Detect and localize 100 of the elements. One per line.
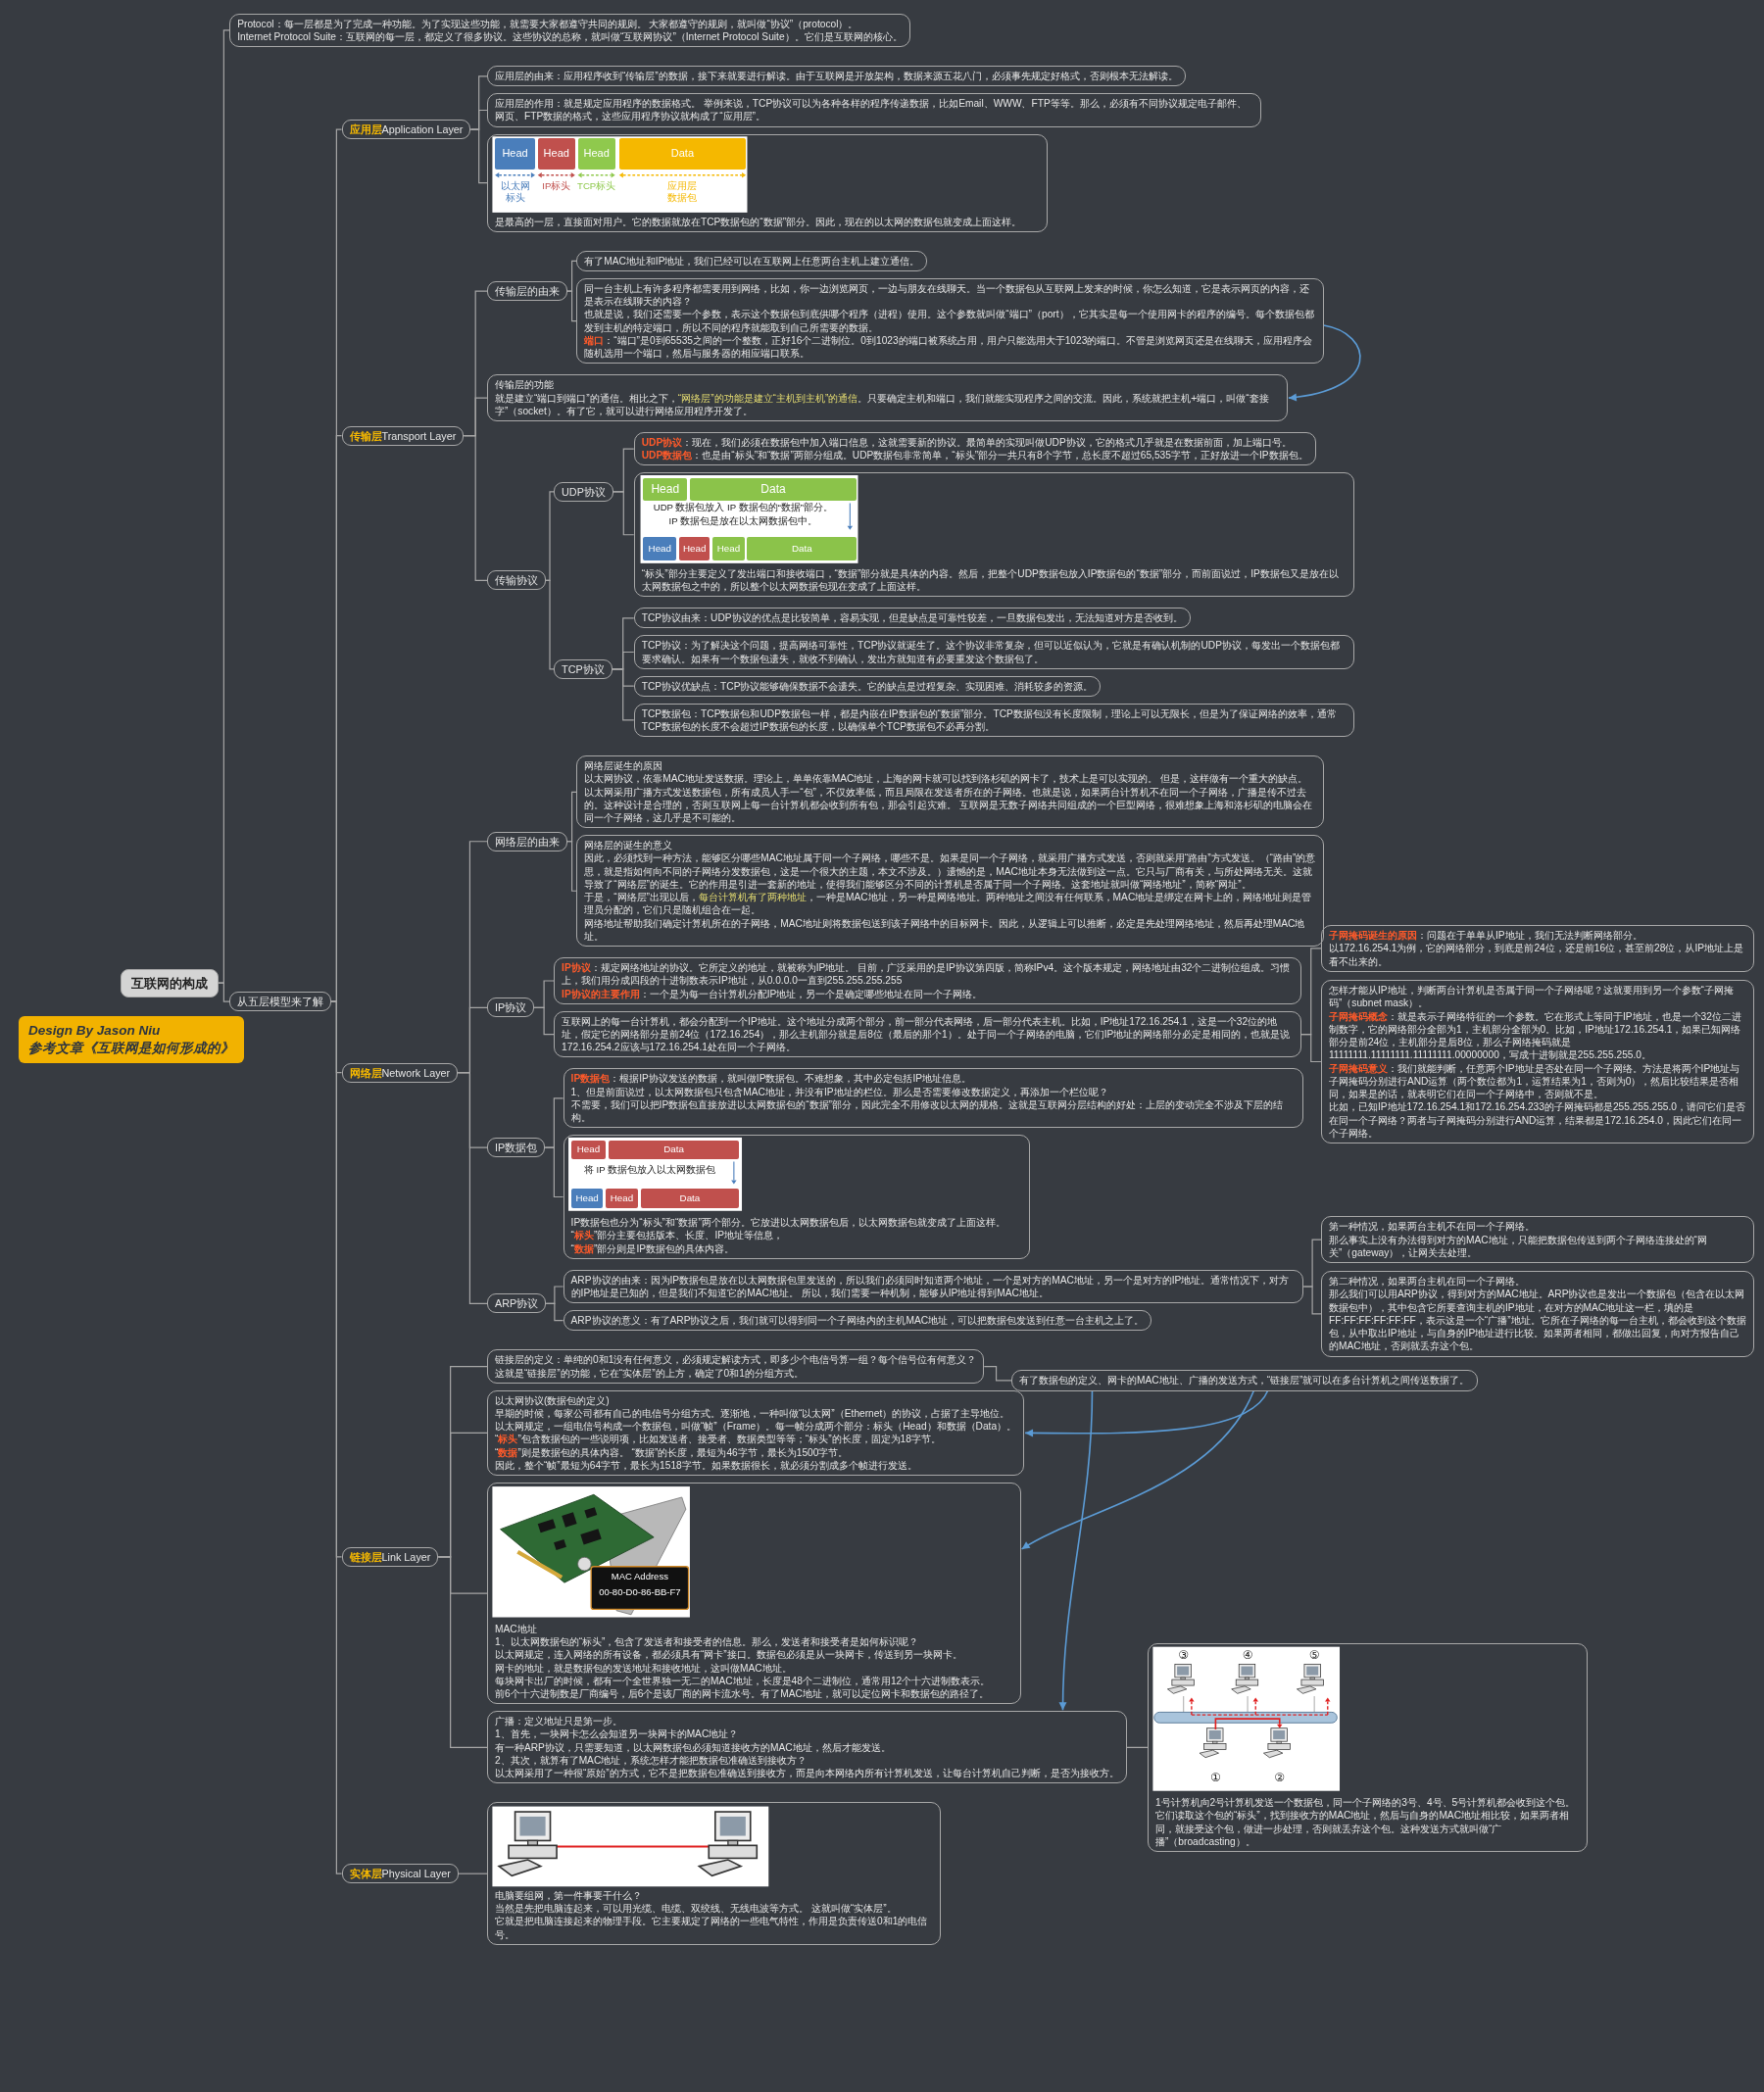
mac-address-label: MAC Address [610,1570,669,1582]
note-text: 1、首先，一块网卡怎么会知道另一块网卡的MAC地址？ [494,1727,740,1741]
note-text: 不需要，我们可以把IP数据包直接放进以太网数据包的“数据”部分，因此完全不用修改以太网的规格。这就是互联网分层结构的好处：上层的变动完全不涉及下层的结构。 [570,1097,1284,1125]
connector-line [612,491,635,536]
data-field: Data [689,477,858,501]
topic-bubble: 传输协议 [486,570,546,591]
note-card: 互联网上的每一台计算机，都会分配到一个IP地址。这个地址分成两个部分，前一部分代表网络，后一部分代表主机。比如，IP地址172.16.254.1，这是一个32位的地址，假定它的网络部分是前24位（172.16.254），那么主机部分就是后8位（最后的那个1）。处于同一个子网络的电脑，它们IP地址的网络部分必定是相同的，也就是说172.16.254.2应该与172.16.254.1处在同一个子网络。 [554,1010,1301,1058]
note-text: 1、但是前面说过，以太网数据包只包含MAC地址，并没有IP地址的栏位。那么是否需要修改数据定义，再添加一个栏位呢？ [570,1085,1109,1098]
note-text: 网卡的地址，就是数据包的发送地址和接收地址，这叫做MAC地址。 [494,1661,793,1675]
connector-line [612,668,635,721]
connector-line [457,1071,488,1304]
note-card [1320,1271,1755,1357]
connector-line [437,1556,488,1748]
computer-number: ④ [1241,1648,1254,1663]
computer-number: ② [1273,1771,1287,1786]
note-card: TCP协议由来：UDP协议的优点是比较简单，容易实现，但是缺点是可靠性较差，一旦数据包发出，无法知道对方是否收到。 [633,608,1191,629]
arrow [1288,324,1361,401]
mac-address-label: 00-80-D0-86-BB-F7 [598,1586,682,1599]
arrow [1020,1389,1255,1550]
connector-line [983,1366,1012,1382]
connector-line [545,579,555,670]
note-text: 以太网规定，连入网络的所有设备，都必须具有“网卡”接口。数据包必须是从一块网卡，传送到另一块网卡。 [494,1648,963,1662]
diagram-caption: IP 数据包是放在以太网数据包中。 [667,515,819,528]
note-text: 网络层诞生的原因 [584,759,664,773]
note-card: 应用层的作用：就是规定应用程序的数据格式。 举例来说，TCP协议可以为各种各样的程序传递数据，比如Email、WWW、FTP等等。那么，必须有不同协议规定电子邮件、网页、FTP数据的格式，这些应用程序协议就构成了“应用层”。 [486,93,1261,127]
note-text: 子网掩码意义：我们就能判断，任意两个IP地址是否处在同一个子网络。方法是将两个IP地址与子网掩码分别进行AND运算（两个数位都为1，运算结果为1，否则为0），然后比较结果是否相同，如果是的话，就表明它们在同一个子网络中，否则就不是。 [1328,1061,1741,1101]
credit-text: Design By Jason Niu [28,1021,162,1040]
computer-number: ⑤ [1307,1648,1321,1663]
note-card [486,1349,985,1384]
note-card: 有了MAC地址和IP地址，我们已经可以在互联网上任意两台主机上建立通信。 [576,250,928,272]
note-text: 也就是说，我们还需要一个参数，表示这个数据包到底供哪个程序（进程）使用。这个参数就叫做“端口”（port），它其实是每一个使用网卡的程序的编号。每个数据包都发到主机的特定端口，所以不同的程序就能取到自己所需要的数据。 [584,308,1315,334]
connector-line [463,435,488,581]
connector-line [330,1000,343,1874]
topic-bubble: 从五层模型来了解 [229,992,332,1012]
connector-line [217,982,230,1002]
connector-line [1299,1033,1322,1063]
credit-text: 参考文章《互联网是如何形成的》 [28,1039,235,1057]
note-text: “标头”部分主要包括版本、长度、IP地址等信息， [570,1229,784,1242]
note-text: “数据”则是数据包的具体内容。 “数据”的长度，最短为46字节，最长为1500字节。 [494,1445,850,1459]
note-text: 第一种情况，如果两台主机不在同一个子网络。 [1328,1220,1536,1234]
connector-line [533,1006,555,1036]
note-text: 子网掩码概念：就是表示子网络特征的一个参数。它在形式上等同于IP地址，也是一个32位二进制数字，它的网络部分全部为1，主机部分全部为0。比如，IP地址172.16.254.1，如果已知网络部分是前24位，主机部分是后8位，那么子网络掩码就是11111111.11111111.11111111.00000000，写成十进制就是255.255.255.0。 [1328,1009,1742,1062]
topic-bubble: ARP协议 [486,1293,547,1314]
note-text: IP数据包也分为“标头”和“数据”两个部分。它放进以太网数据包后，以太网数据包就变成了上面这样。 [570,1216,1006,1230]
note-text: 以172.16.254.1为例，它的网络部分，到底是前24位，还是前16位，甚至前28位，从IP地址上是看不出来的。 [1328,942,1745,968]
header-field: Head [606,1188,638,1208]
note-card [576,755,1324,829]
note-card [1320,980,1755,1143]
note-text: 广播：定义地址只是第一步。 [494,1715,623,1728]
note-text: “标头”包含数据包的一些说明项，比如发送者、接受者、数据类型等等；“标头”的长度，固定为18字节。 [494,1433,942,1446]
note-text: 2、其次，就算有了MAC地址，系统怎样才能把数据包准确送到接收方？ [494,1753,808,1768]
header-field: Head [495,137,535,170]
note-card [633,431,1316,466]
arrow [1024,1389,1269,1437]
note-text: IP数据包：根据IP协议发送的数据，就叫做IP数据包。不难想象，其中必定包括IP地址信息。 [570,1072,973,1086]
field-caption: 应用层数据包 [665,180,698,205]
note-text: 是最高的一层，直接面对用户。它的数据就放在TCP数据包的“数据”部分。因此，现在的以太网的数据包就变成上面这样。 [494,215,1023,228]
note-text: 网络地址帮助我们确定计算机所在的子网络，MAC地址则将数据包送到该子网络中的目标网卡。因此，从逻辑上可以推断，必定是先处理网络地址，然后再处理MAC地址。 [584,916,1306,944]
note-text: IP协议：规定网络地址的协议。它所定义的地址，就被称为IP地址。 目前，广泛采用的是IP协议第四版，简称IPv4。这个版本规定，网络地址由32个二进制位组成。习惯上，我们用分成四段的十进制数表示IP地址，从0.0.0.0一直到255.255.255.255 [562,961,1292,988]
connector-line [1302,1286,1322,1315]
note-text: 早期的时候，每家公司都有自己的电信号分组方式。逐渐地，一种叫做“以太网”（Ethernet）的协议，占据了主导地位。 [494,1406,1011,1421]
connector-line [566,841,577,892]
note-card [563,1068,1304,1129]
topic-bubble: UDP协议 [554,481,613,502]
note-card [1320,925,1755,972]
note-text: 同一台主机上有许多程序都需要用到网络，比如，你一边浏览网页，一边与朋友在线聊天。当一个数据包从互联网上发来的时候，你怎么知道，它是表示网页的内容，还是表示在线聊天的内容？ [584,281,1311,309]
note-card [486,1711,1127,1784]
note-text: 网络层的诞生的意义 [584,839,674,852]
note-card: TCP数据包：TCP数据包和UDP数据包一样，都是内嵌在IP数据包的“数据”部分。TCP数据包没有长度限制，理论上可以无限长，但是为了保证网络的效率，通常TCP数据包的长度不会超过IP数据包的长度，以确保单个TCP数据包不必再分割。 [633,703,1354,738]
picture-card [633,472,1354,598]
note-text: 因此，必须找到一种方法，能够区分哪些MAC地址属于同一个子网络，哪些不是。如果是同一个子网络，就采用广播方式发送，否则就采用“路由”方式发送。（“路由”的意思，就是指如何向不同的子网络分发数据包，这是一个很大的主题，本文不涉及。）遗憾的是，MAC地址本身无法做到这一点。它只与厂商有关，与所处网络无关。这就导致了“网络层”的诞生。它的作用是引进一套新的地址，使得我们能够区分不同的计算机是否属于同一个子网络。这套地址就叫做“网络地址”，简称“网址”。 [584,851,1316,892]
field-caption: IP标头 [541,180,572,193]
note-card: ARP协议的意义：有了ARP协议之后，我们就可以得到同一个子网络内的主机MAC地址，可以把数据包发送到任意一台主机之上了。 [563,1310,1152,1332]
data-field: Data [747,536,858,561]
topic-bubble: TCP协议 [554,658,612,679]
note-text: 电脑要组网，第一件事要干什么？ [494,1888,643,1903]
note-text: 传输层的功能 [494,378,555,392]
note-card: TCP协议优缺点：TCP协议能够确保数据不会遗失。它的缺点是过程复杂、实现困难、消耗较多的资源。 [633,675,1102,697]
topic-bubble: IP数据包 [486,1138,546,1158]
topic-bubble: IP协议 [486,997,535,1018]
note-text: 怎样才能从IP地址，判断两台计算机是否属于同一个子网络呢？这就要用到另一个参数“子网掩码”（subnet mask）。 [1328,984,1735,1010]
header-field: Head [643,477,688,501]
note-card [229,13,910,48]
data-field: Data [618,137,747,170]
note-card: 有了数据包的定义、网卡的MAC地址、广播的发送方式，“链接层”就可以在多台计算机之间传送数据了。 [1011,1370,1478,1391]
field-caption: TCP标头 [576,180,617,193]
topic-bubble: 传输层Transport Layer [341,425,465,446]
note-text: IP协议的主要作用：一个是为每一台计算机分配IP地址，另一个是确定哪些地址在同一个子网络。 [562,987,984,1000]
note-text: 比如，已知IP地址172.16.254.1和172.16.254.233的子网掩码都是255.255.255.0，请问它们是否在同一个子网络？两者与子网掩码分别进行AND运算，结果都是172.16.254.0，因此它们在同一个子网络。 [1328,1100,1747,1140]
diagram-caption: 将 IP 数据包放入以太网数据包 [582,1164,717,1177]
note-text: 它就是把电脑连接起来的物理手段。它主要规定了网络的一些电气特性，作用是负责传送0和1的电信号。 [494,1915,929,1941]
credit-banner [19,1015,245,1063]
note-card [1320,1216,1755,1264]
topic-bubble: 网络层Network Layer [341,1062,459,1083]
note-text: 1号计算机向2号计算机发送一个数据包，同一个子网络的3号、4号、5号计算机都会收到这个包。 [1154,1796,1577,1810]
picture-card [486,1802,941,1945]
picture-card [563,1135,1031,1259]
computer-number: ③ [1177,1648,1191,1663]
header-field: Head [679,536,710,561]
connector-line [458,1873,488,1874]
